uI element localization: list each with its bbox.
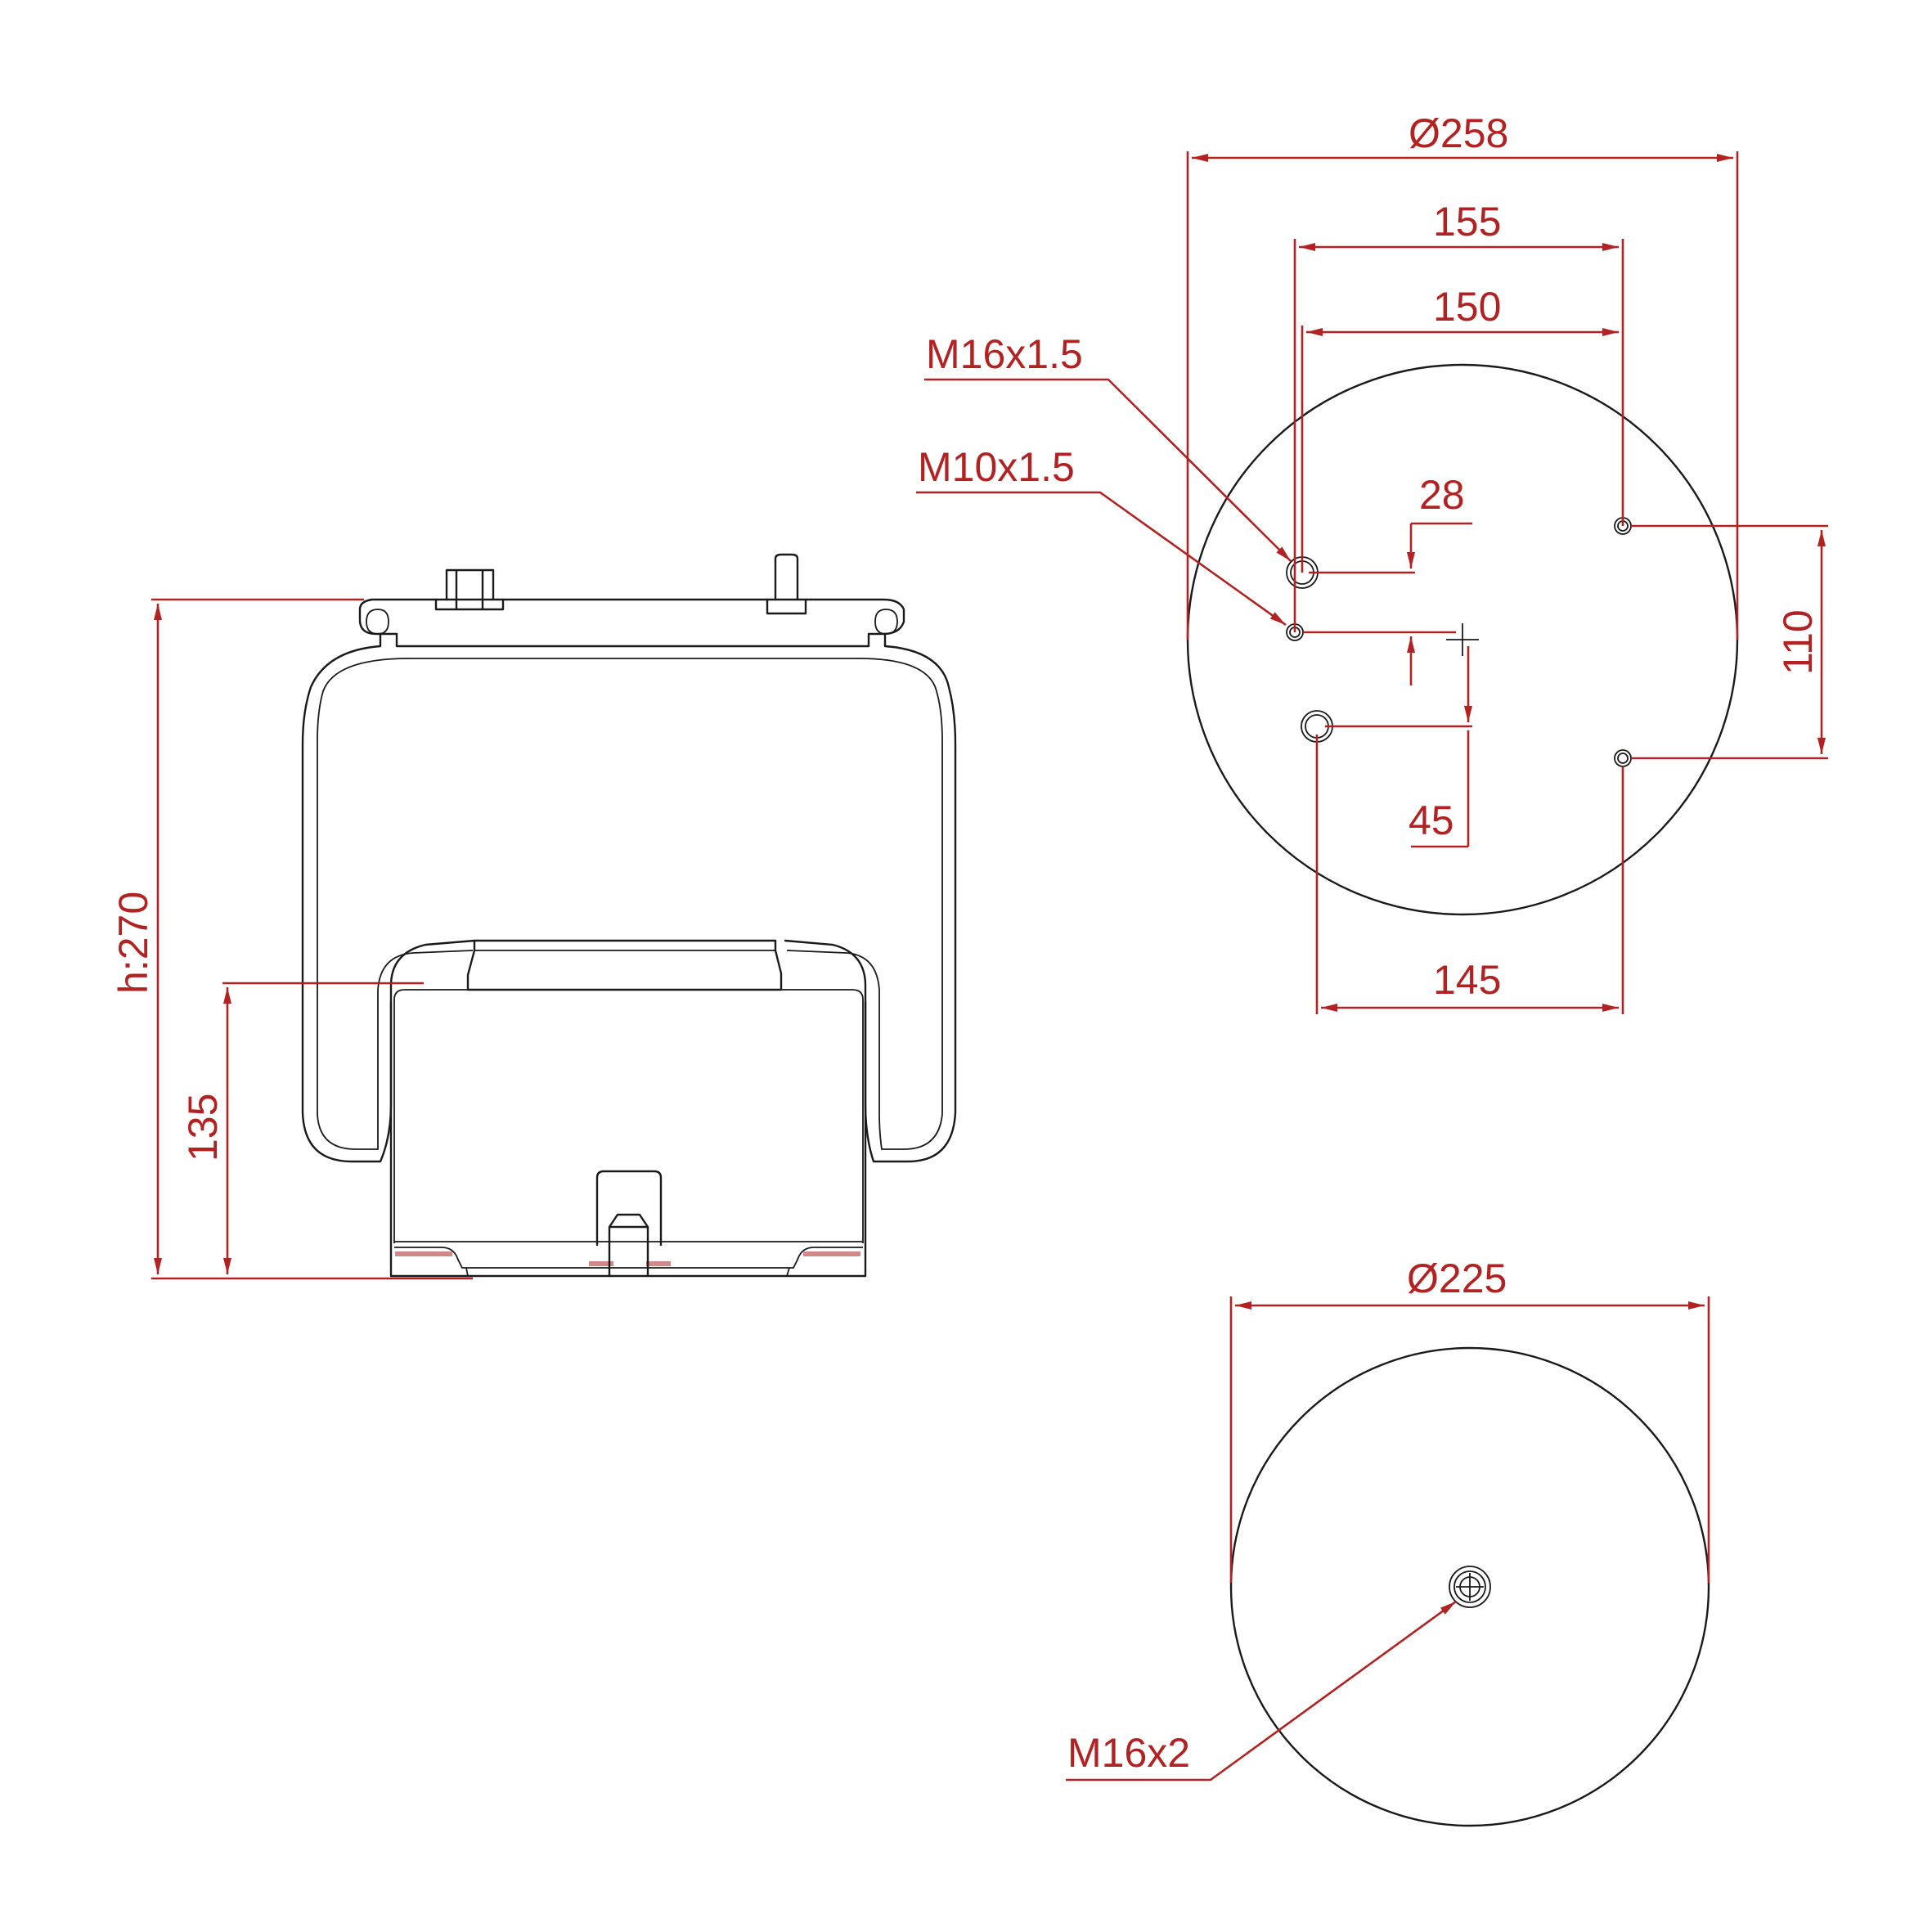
side-view-dimensions: h:270 135 xyxy=(110,598,473,1280)
bellows-outer xyxy=(301,632,476,1163)
top-stud-right xyxy=(766,553,807,615)
top-diameter-label: Ø258 xyxy=(1409,110,1508,156)
center-mark xyxy=(1446,623,1479,656)
top-view xyxy=(1186,363,1739,916)
small-hole-right-lower xyxy=(1614,749,1632,767)
bolt-spacing-inner-label: 150 xyxy=(1433,284,1501,330)
bottom-stud xyxy=(608,1213,649,1278)
bottom-thread-hole xyxy=(1449,1566,1491,1608)
side-view xyxy=(301,553,957,1278)
spacing-110-label: 110 xyxy=(1775,609,1821,675)
bottom-view xyxy=(1229,1346,1710,1827)
piston-inner xyxy=(393,989,864,1243)
piston-outer xyxy=(389,1000,867,1278)
piston-height-label: 135 xyxy=(180,1094,226,1161)
piston-bottom-circle xyxy=(1229,1346,1710,1827)
stud-thread-large-label: M16x1.5 xyxy=(926,331,1083,377)
bolt-spacing-outer-label: 155 xyxy=(1433,199,1501,245)
spacing-145-label: 145 xyxy=(1433,957,1501,1003)
top-plate xyxy=(358,598,905,648)
bottom-view-dimensions: Ø225 M16x2 xyxy=(1066,1256,1710,1781)
air-inlet-thread-label: M10x1.5 xyxy=(918,444,1075,490)
top-stud-left xyxy=(434,568,505,611)
total-height-label: h:270 xyxy=(110,892,156,994)
offset-28-label: 28 xyxy=(1419,472,1465,518)
bellows-inner xyxy=(317,658,474,1150)
bottom-stud-housing xyxy=(595,1170,663,1247)
top-view-dimensions: Ø258 155 150 M16x1.5 M10x1.5 28 45 110 xyxy=(916,110,1828,1014)
bottom-diameter-label: Ø225 xyxy=(1407,1256,1507,1301)
offset-45-label: 45 xyxy=(1409,798,1454,843)
bottom-thread-label: M16x2 xyxy=(1067,1730,1190,1776)
